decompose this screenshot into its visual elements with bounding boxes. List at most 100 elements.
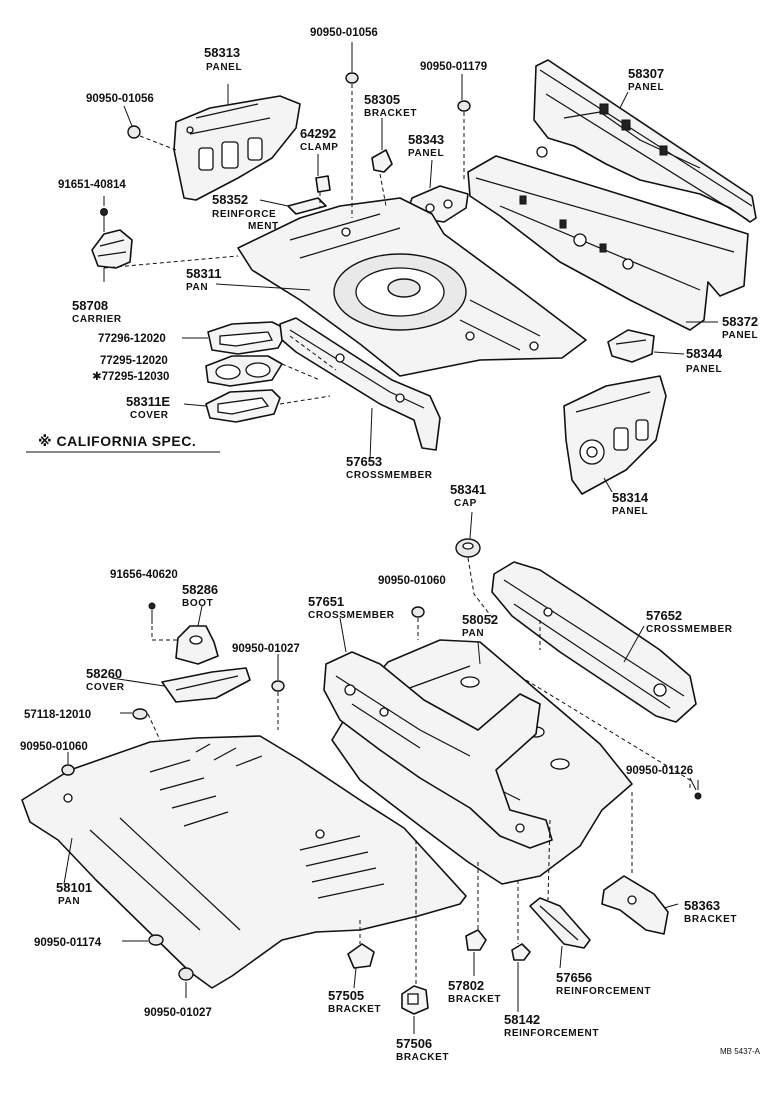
callout-number: 90950-01060 bbox=[20, 741, 88, 753]
part-58142-reinforcement[interactable] bbox=[511, 943, 531, 961]
part-77295-cover-gasket[interactable] bbox=[205, 355, 283, 387]
callout-number: 58311E bbox=[126, 394, 170, 409]
callout-name: BRACKET bbox=[448, 994, 501, 1005]
callout-number: 57802 bbox=[448, 978, 484, 993]
part-58363-bracket[interactable] bbox=[601, 875, 669, 935]
callout-name: COVER bbox=[130, 410, 169, 421]
part-57506-bracket[interactable] bbox=[401, 985, 429, 1015]
part-58311-pan[interactable] bbox=[237, 197, 587, 377]
grommet-57118-12010[interactable] bbox=[132, 708, 148, 720]
callout-number: 58286 bbox=[182, 582, 218, 597]
grommet-90950-01060-lower[interactable] bbox=[61, 764, 75, 776]
callout-number: 58142 bbox=[504, 1012, 540, 1027]
callout-name: CAP bbox=[454, 498, 477, 509]
part-58101-pan[interactable] bbox=[21, 735, 467, 989]
callout-number: 58352 bbox=[212, 192, 248, 207]
callout-name: CROSSMEMBER bbox=[646, 624, 733, 635]
part-58341-cap[interactable] bbox=[455, 538, 481, 558]
callout-number: 57118-12010 bbox=[24, 709, 91, 721]
part-58313-panel[interactable] bbox=[173, 95, 301, 201]
part-57505-bracket[interactable] bbox=[347, 943, 375, 969]
callout-number: 77295-12020 bbox=[100, 355, 168, 367]
callout-name: REINFORCEMENT bbox=[504, 1028, 599, 1039]
callout-number: 90950-01056 bbox=[310, 27, 378, 39]
part-57652-crossmember[interactable] bbox=[491, 561, 697, 723]
part-57653-crossmember[interactable] bbox=[279, 317, 441, 451]
part-58305-bracket[interactable] bbox=[371, 149, 393, 173]
part-58260-cover[interactable] bbox=[161, 667, 251, 703]
part-58708-carrier[interactable] bbox=[91, 208, 133, 269]
drawing-code: MB 5437-A bbox=[720, 1047, 761, 1056]
part-58352-reinforcement[interactable] bbox=[287, 197, 327, 215]
callout-name: CLAMP bbox=[300, 142, 339, 153]
callout-number: 58052 bbox=[462, 612, 498, 627]
grommet-90950-01179[interactable] bbox=[457, 100, 471, 112]
bolt-90950-01126[interactable] bbox=[694, 780, 702, 800]
callout-name: PANEL bbox=[408, 148, 444, 159]
callout-number: 58343 bbox=[408, 132, 444, 147]
part-58307-panel[interactable] bbox=[533, 59, 757, 223]
callout-name: CARRIER bbox=[72, 314, 122, 325]
callout-number: 58372 bbox=[722, 314, 758, 329]
callout-name: PANEL bbox=[686, 364, 722, 375]
grommet-90950-01056-top[interactable] bbox=[345, 72, 359, 84]
part-57802-bracket[interactable] bbox=[465, 929, 487, 951]
callout-name: MENT bbox=[248, 221, 279, 232]
grommet-90950-01027-upper[interactable] bbox=[271, 680, 285, 692]
callout-name: REINFORCE bbox=[212, 209, 276, 220]
part-77296-cover-gasket[interactable] bbox=[207, 321, 289, 355]
callout-number: 58314 bbox=[612, 490, 649, 505]
grommet-90950-01060-upper[interactable] bbox=[411, 606, 425, 618]
grommet-90950-01027-lower[interactable] bbox=[178, 967, 194, 981]
callout-number: 90950-01126 bbox=[626, 765, 693, 777]
callout-name: PAN bbox=[58, 896, 80, 907]
callout-number: 58101 bbox=[56, 880, 92, 895]
callout-number: 91651-40814 bbox=[58, 179, 126, 191]
callout-name: PANEL bbox=[206, 62, 242, 73]
callout-number: 90950-01060 bbox=[378, 575, 446, 587]
part-58344-panel[interactable] bbox=[607, 329, 655, 363]
callout-name: PANEL bbox=[722, 330, 758, 341]
callout-number: 57505 bbox=[328, 988, 364, 1003]
part-58314-panel[interactable] bbox=[563, 375, 667, 495]
callout-number: 64292 bbox=[300, 126, 336, 141]
grommet-90950-01174[interactable] bbox=[148, 934, 164, 946]
callout-number: 58260 bbox=[86, 666, 122, 681]
callout-number: 58363 bbox=[684, 898, 720, 913]
callout-number: 90950-01056 bbox=[86, 93, 154, 105]
assembly-lines-lower bbox=[147, 557, 691, 986]
callout-number: 77296-12020 bbox=[98, 333, 166, 345]
part-58372-panel[interactable] bbox=[467, 155, 749, 331]
callout-name: CROSSMEMBER bbox=[346, 470, 433, 481]
part-64292-clamp[interactable] bbox=[315, 175, 331, 193]
part-57651-crossmember[interactable] bbox=[323, 651, 553, 849]
callout-number: 57656 bbox=[556, 970, 592, 985]
callout-name: BRACKET bbox=[396, 1052, 449, 1063]
callout-number: 90950-01179 bbox=[420, 61, 487, 73]
callout-number: 90950-01027 bbox=[232, 643, 300, 655]
callout-labels: 58313 PANEL 90950-01056 90950-01056 5830… bbox=[20, 27, 758, 1063]
callout-name: PANEL bbox=[628, 82, 664, 93]
callout-number: 57651 bbox=[308, 594, 344, 609]
callout-number: 91656-40620 bbox=[110, 569, 178, 581]
california-spec-note: ※ CALIFORNIA SPEC. bbox=[26, 433, 220, 453]
callout-name: BRACKET bbox=[684, 914, 737, 925]
leader-lines bbox=[63, 42, 718, 1034]
callout-name: BRACKET bbox=[364, 108, 417, 119]
part-57656-reinforcement[interactable] bbox=[529, 897, 591, 949]
callout-number: ✱77295-12030 bbox=[92, 371, 169, 383]
callout-name: PANEL bbox=[612, 506, 648, 517]
part-58286-boot[interactable] bbox=[175, 625, 219, 665]
callout-name: PAN bbox=[462, 628, 484, 639]
spec-note-text: ※ CALIFORNIA SPEC. bbox=[38, 433, 196, 449]
callout-name: BRACKET bbox=[328, 1004, 381, 1015]
bolt-91656-40620[interactable] bbox=[148, 602, 156, 624]
callout-name: BOOT bbox=[182, 598, 213, 609]
callout-number: 57653 bbox=[346, 454, 382, 469]
callout-name: COVER bbox=[86, 682, 125, 693]
callout-number: 58341 bbox=[450, 482, 486, 497]
grommet-90950-01056-left[interactable] bbox=[127, 125, 141, 139]
callout-number: 57652 bbox=[646, 608, 682, 623]
part-58311e-cover[interactable] bbox=[205, 389, 281, 423]
callout-name: CROSSMEMBER bbox=[308, 610, 395, 621]
